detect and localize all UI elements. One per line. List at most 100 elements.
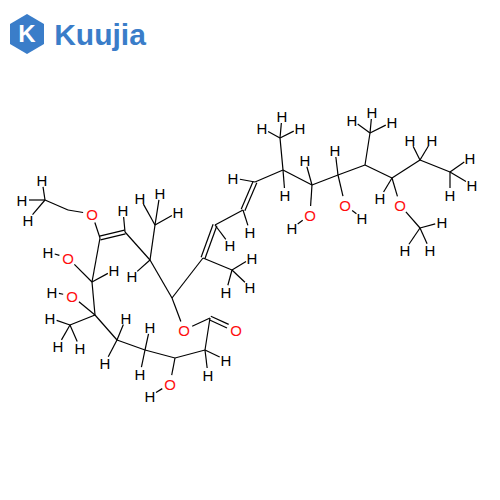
bond-line: [215, 225, 226, 239]
hydrogen-atom: H: [330, 143, 341, 158]
bond-line: [143, 204, 155, 225]
bond-line: [240, 179, 255, 182]
bond-line: [409, 228, 420, 244]
bond-line: [268, 131, 280, 138]
oxygen-atom: O: [62, 251, 74, 266]
bond-line: [100, 234, 125, 240]
bond-line: [232, 270, 245, 282]
hydrogen-atom: H: [357, 211, 368, 226]
bond-line: [155, 200, 159, 225]
bond-line: [449, 172, 450, 188]
watermark-text: Kuujia: [54, 20, 146, 50]
hydrogen-atom: H: [43, 245, 54, 260]
hydrogen-atom: H: [118, 203, 129, 218]
hydrogen-atom: H: [228, 171, 239, 186]
logo-letter: K: [18, 22, 35, 46]
hydrogen-atom: H: [425, 243, 436, 258]
bond-line: [420, 224, 435, 228]
bond-line: [280, 123, 281, 138]
bond-line: [450, 162, 464, 172]
hydrogen-atom: H: [17, 193, 28, 208]
bond-line: [338, 175, 343, 196]
logo-hexagon: [10, 14, 44, 54]
hydrogen-atom: H: [400, 243, 411, 258]
hydrogen-atom: H: [277, 109, 288, 124]
bond-line: [280, 131, 294, 138]
bond-line: [392, 178, 397, 196]
bond-line: [211, 316, 229, 324]
bond-line: [370, 125, 386, 133]
hydrogen-atom: H: [23, 213, 34, 228]
bond-line: [298, 220, 303, 224]
hydrogen-atom: H: [135, 367, 146, 382]
hydrogen-atom: H: [155, 186, 166, 201]
bond-line: [283, 170, 284, 188]
bond-line: [172, 358, 175, 375]
hydrogen-atom: H: [109, 263, 120, 278]
hydrogen-atom: H: [347, 113, 358, 128]
bond-line: [232, 262, 246, 270]
bond-line: [245, 183, 257, 211]
bond-line: [358, 124, 370, 133]
hydrogen-atom: H: [145, 320, 156, 335]
bond-line: [205, 350, 220, 357]
bond-line: [79, 302, 95, 315]
bond-line: [43, 187, 45, 200]
oxygen-atom: O: [164, 377, 176, 392]
oxygen-atom: O: [339, 198, 351, 213]
bond-line: [205, 318, 210, 350]
bond-line: [95, 315, 117, 340]
bond-line: [255, 170, 283, 182]
hydrogen-atom: H: [47, 285, 58, 300]
bond-line: [312, 175, 338, 185]
bond-line: [150, 260, 172, 298]
oxygen-atom: O: [86, 207, 98, 222]
hydrogen-atom: H: [225, 238, 236, 253]
bond-line: [141, 350, 145, 367]
bond-line: [74, 264, 92, 282]
bond-line: [57, 320, 70, 325]
bond-line: [92, 282, 95, 315]
bond-line: [108, 340, 117, 357]
bond-line: [55, 254, 60, 255]
bond-line: [45, 200, 68, 210]
bond-line: [280, 138, 283, 170]
hydrogen-atom: H: [467, 178, 478, 193]
bond-line: [137, 260, 150, 271]
bond-line: [124, 217, 125, 232]
hydrogen-atom: H: [465, 151, 476, 166]
hydrogen-atom: H: [367, 105, 378, 120]
hydrogen-atom: H: [280, 188, 291, 203]
hydrogen-atom: H: [300, 153, 311, 168]
bond-line: [172, 298, 181, 322]
bond-line: [205, 226, 217, 259]
bond-line: [95, 223, 100, 238]
hydrogen-atom: H: [257, 121, 268, 136]
bond-line: [172, 258, 203, 298]
bond-line: [70, 325, 77, 342]
hydrogen-atom: H: [145, 389, 156, 404]
bond-line: [29, 199, 45, 200]
bond-line: [145, 334, 149, 350]
bond-line: [215, 210, 243, 225]
bond-line: [420, 146, 428, 160]
hydrogen-atom: H: [245, 225, 256, 240]
hydrogen-atom: H: [121, 311, 132, 326]
bond-line: [175, 350, 205, 358]
hydrogen-atom: H: [203, 368, 214, 383]
hydrogen-atom: H: [375, 191, 386, 206]
hydrogen-atom: H: [405, 133, 416, 148]
bond-line: [420, 160, 450, 172]
bond-line: [365, 133, 370, 165]
bond-line: [283, 170, 312, 185]
bond-line: [205, 350, 207, 368]
hydrogen-atom: H: [437, 215, 448, 230]
bond-line: [68, 210, 83, 213]
bond-line: [92, 238, 100, 282]
hydrogen-atom: H: [387, 115, 398, 130]
hydrogen-atom: H: [45, 311, 56, 326]
bond-line: [420, 228, 427, 244]
bond-line: [92, 273, 108, 282]
bond-line: [307, 167, 312, 185]
bond-line: [59, 293, 63, 295]
